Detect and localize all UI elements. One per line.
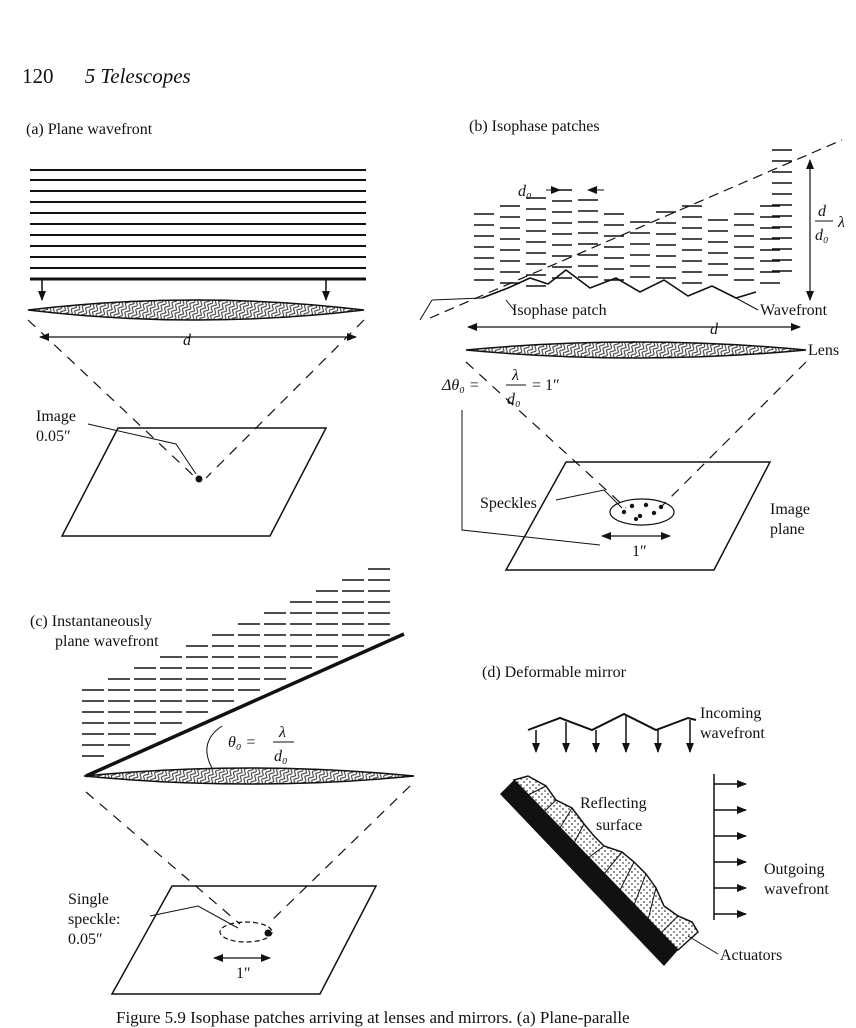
- outgoing-label-1: Outgoing: [764, 861, 824, 878]
- panel-b: (b) Isophase patches d₀ d d₀ λ Isophase …: [419, 118, 845, 571]
- speckles-b: [621, 502, 664, 521]
- mirror-backing: [500, 780, 678, 966]
- lens-label-b: Lens: [808, 342, 839, 359]
- panel-c-title-1: (c) Instantaneously: [30, 613, 152, 630]
- leader-a: [87, 423, 197, 475]
- image-label-a-2: 0.05″: [36, 428, 71, 445]
- panel-c-title-2: plane wavefront: [55, 633, 159, 650]
- reflecting-surface: [512, 775, 699, 952]
- panel-a-title: (a) Plane wavefront: [26, 121, 153, 138]
- ratio-num-b: d: [818, 203, 827, 220]
- image-point-a: [195, 475, 203, 483]
- panel-d: (d) Deformable mirror Incoming wavefront: [482, 664, 829, 966]
- incoming-arrows: [532, 716, 694, 753]
- panel-d-title: (d) Deformable mirror: [482, 664, 627, 681]
- isophase-dashes: [474, 149, 792, 287]
- aperture-label-a: d: [183, 332, 192, 349]
- angle-num-c: λ: [278, 724, 286, 741]
- panel-c: (c) Instantaneously plane wavefront θ₀ =…: [30, 568, 415, 995]
- scale-label-b: 1″: [632, 543, 647, 560]
- wavefront-b: [481, 268, 757, 299]
- image-plane-label-b-2: plane: [770, 521, 805, 538]
- speckle-label-c-1: Single: [68, 891, 109, 908]
- plane-wavefront-lines: [30, 169, 366, 281]
- single-speckle-dot: [264, 929, 272, 937]
- incoming-wavefront: [527, 712, 697, 732]
- figure-caption: Figure 5.9 Isophase patches arriving at …: [116, 1008, 630, 1027]
- speckle-label-c-3: 0.05″: [68, 931, 103, 948]
- isophase-patch-label: Isophase patch: [512, 302, 607, 319]
- page-header: 120 5 Telescopes: [22, 64, 191, 89]
- angle-den-c: d₀: [274, 748, 288, 765]
- chapter-title: 5 Telescopes: [84, 64, 191, 88]
- page-number: 120: [22, 64, 54, 88]
- outgoing-arrows: [714, 780, 747, 918]
- actuators-label: Actuators: [720, 947, 782, 964]
- reflecting-label-2: surface: [596, 817, 642, 834]
- angle-den-b: d₀: [507, 391, 521, 408]
- lens-b: [465, 341, 807, 359]
- aperture-label-b: d: [710, 321, 719, 338]
- single-speckle-ring: [219, 921, 273, 943]
- speckle-label-c-2: speckle:: [68, 911, 120, 928]
- patch-size-label-b: d₀: [518, 183, 532, 200]
- incoming-label-2: wavefront: [700, 725, 765, 742]
- image-label-a-1: Image: [36, 408, 76, 425]
- image-plane-b: [504, 461, 772, 571]
- image-plane-c: [110, 885, 378, 995]
- incoming-label-1: Incoming: [700, 705, 761, 722]
- tilt-line-b: [429, 139, 843, 319]
- scale-label-c: 1″: [236, 965, 251, 982]
- speckle-cloud-b: [609, 498, 675, 526]
- reflecting-label-1: Reflecting: [580, 795, 647, 812]
- speckles-label: Speckles: [480, 495, 537, 512]
- panel-b-title: (b) Isophase patches: [469, 118, 600, 135]
- panel-a: (a) Plane wavefront d Image 0.05″: [26, 121, 366, 537]
- wavefront-label-b: Wavefront: [760, 302, 828, 319]
- instantaneous-wavefront: [85, 632, 405, 778]
- angle-prefix-b: Δθ₀ =: [441, 377, 480, 394]
- image-plane-label-b-1: Image: [770, 501, 810, 518]
- image-plane-a: [60, 427, 328, 537]
- angle-num-b: λ: [511, 367, 519, 384]
- lens-a: [27, 299, 365, 321]
- ratio-den-b: d₀: [815, 227, 829, 244]
- angle-suffix-b: = 1″: [532, 377, 560, 394]
- leader-b: [461, 410, 601, 546]
- staircase-dashes: [82, 568, 390, 757]
- outgoing-label-2: wavefront: [764, 881, 829, 898]
- ratio-suffix-b: λ: [837, 214, 845, 231]
- lens-c: [83, 767, 415, 785]
- surface-segments: [527, 785, 679, 935]
- angle-prefix-c: θ₀ =: [228, 734, 256, 751]
